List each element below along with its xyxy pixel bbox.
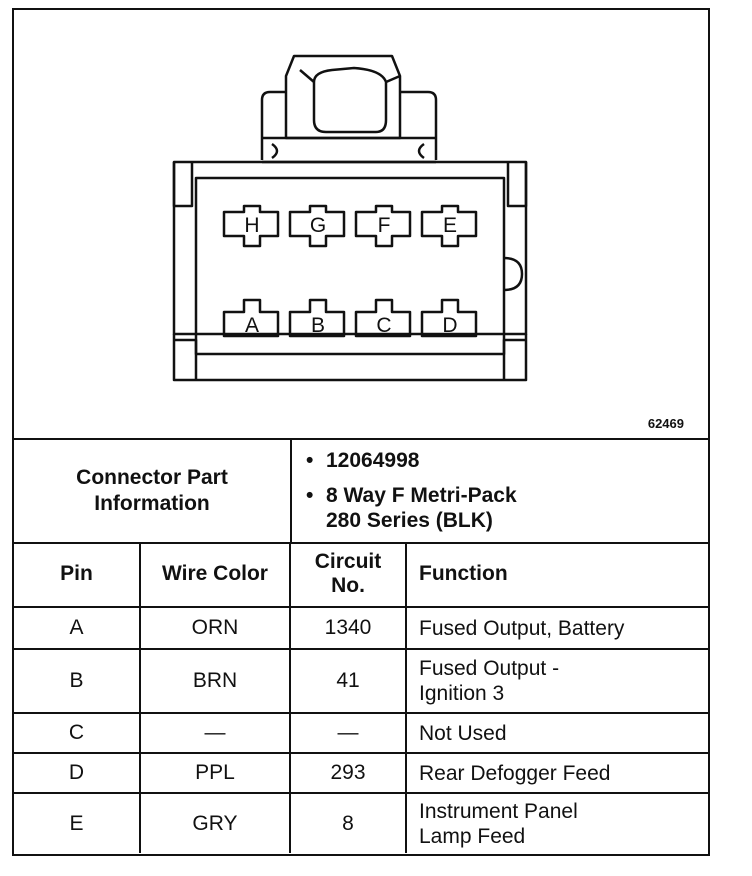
- cell-function: Rear Defogger Feed: [405, 752, 708, 794]
- cell-wire-color: GRY: [139, 792, 291, 853]
- pin-cavity: [288, 204, 346, 248]
- cell-wire-color: PPL: [139, 752, 291, 794]
- cell-function: Fused Output - Ignition 3: [405, 648, 708, 714]
- diagram-frame: H G F E A B C D 62469 Connector Part Inf…: [12, 8, 710, 856]
- latch-slot: [312, 66, 388, 134]
- header-circuit-line2: No.: [331, 574, 365, 597]
- function-line1: Instrument Panel: [419, 799, 578, 823]
- table-row: C — — Not Used: [14, 712, 708, 754]
- table-row: E GRY 8 Instrument Panel Lamp Feed: [14, 792, 708, 853]
- info-item-part-number: • 12064998: [292, 448, 702, 473]
- cell-pin: A: [14, 606, 141, 650]
- table-row: D PPL 293 Rear Defogger Feed: [14, 752, 708, 794]
- header-function: Function: [405, 542, 708, 608]
- pin-label-h: H: [244, 214, 259, 237]
- pin-cavity: [222, 298, 280, 338]
- connector-part-info: Connector Part Information • 12064998 • …: [14, 440, 708, 544]
- pin-label-b: B: [311, 314, 325, 337]
- info-item-description: • 8 Way F Metri-Pack 280 Series (BLK): [292, 483, 702, 533]
- bullet-icon: •: [306, 484, 314, 507]
- table-row: B BRN 41 Fused Output - Ignition 3: [14, 648, 708, 714]
- cell-pin: D: [14, 752, 141, 794]
- cell-circuit: 8: [289, 792, 407, 853]
- pin-cavity: [354, 298, 412, 338]
- pin-cavity: [420, 298, 478, 338]
- pin-cavity: [288, 298, 346, 338]
- function-line1: Rear Defogger Feed: [419, 761, 611, 785]
- function-line1: Fused Output -: [419, 657, 560, 680]
- pin-label-a: A: [245, 314, 259, 337]
- info-title: Connector Part Information: [14, 440, 292, 542]
- part-number: 12064998: [326, 449, 420, 472]
- header-circuit-no: Circuit No.: [289, 542, 407, 608]
- cell-wire-color: —: [139, 712, 291, 754]
- pin-cavity: [222, 204, 280, 248]
- pin-label-f: F: [378, 214, 391, 237]
- pin-cavity: [354, 204, 412, 248]
- function-line1: Not Used: [419, 721, 507, 745]
- header-circuit-line1: Circuit: [314, 550, 382, 573]
- connector-series: 280 Series (BLK): [326, 509, 493, 532]
- cell-circuit: —: [289, 712, 407, 754]
- connector-face-illustration: H G F E A B C D: [172, 54, 528, 382]
- pin-cavity: [420, 204, 478, 248]
- cell-function: Not Used: [405, 712, 708, 754]
- table-row: A ORN 1340 Fused Output, Battery: [14, 606, 708, 650]
- bullet-icon: •: [306, 449, 314, 472]
- connector-hood: [260, 90, 438, 160]
- function-line2: Ignition 3: [419, 682, 505, 705]
- cell-pin: E: [14, 792, 141, 853]
- pin-label-e: E: [443, 214, 457, 237]
- cell-circuit: 293: [289, 752, 407, 794]
- cell-pin: B: [14, 648, 141, 714]
- pin-label-g: G: [310, 214, 326, 237]
- pinout-table: Pin Wire Color Circuit No. Function A OR…: [14, 542, 708, 853]
- function-line2: Lamp Feed: [419, 824, 526, 848]
- cell-circuit: 41: [289, 648, 407, 714]
- cell-wire-color: ORN: [139, 606, 291, 650]
- cell-pin: C: [14, 712, 141, 754]
- keyway-notch: [503, 256, 524, 292]
- pin-label-d: D: [442, 314, 457, 337]
- info-title-line2: Information: [94, 492, 210, 515]
- function-line1: Fused Output, Battery: [419, 616, 625, 640]
- connector-body: [172, 160, 528, 336]
- header-pin: Pin: [14, 542, 141, 608]
- cell-circuit: 1340: [289, 606, 407, 650]
- connector-drawing: H G F E A B C D 62469: [14, 10, 708, 440]
- figure-number: 62469: [647, 416, 684, 431]
- cell-wire-color: BRN: [139, 648, 291, 714]
- info-list: • 12064998 • 8 Way F Metri-Pack 280 Seri…: [292, 448, 702, 543]
- header-wire-color: Wire Color: [139, 542, 291, 608]
- connector-type: 8 Way F Metri-Pack: [326, 484, 517, 507]
- table-header-row: Pin Wire Color Circuit No. Function: [14, 542, 708, 608]
- pin-label-c: C: [376, 314, 391, 337]
- cell-function: Instrument Panel Lamp Feed: [405, 792, 708, 853]
- info-title-line1: Connector Part: [76, 466, 228, 489]
- cell-function: Fused Output, Battery: [405, 606, 708, 650]
